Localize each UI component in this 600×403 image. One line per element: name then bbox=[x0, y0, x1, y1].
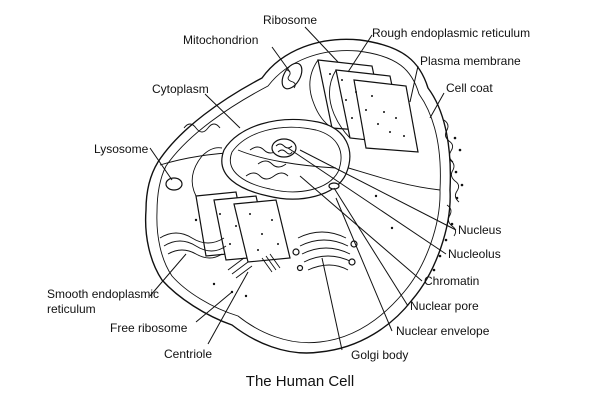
leader-nuclear-pore bbox=[333, 187, 409, 307]
leader-golgi-body bbox=[321, 257, 343, 351]
rough-er-edge-1 bbox=[309, 59, 333, 129]
smooth-er bbox=[159, 232, 227, 259]
label-golgi-body: Golgi body bbox=[351, 348, 408, 362]
label-plasma-membrane: Plasma membrane bbox=[420, 54, 521, 68]
labels: Ribosome Mitochondrion Rough endoplasmic… bbox=[47, 13, 530, 362]
leader-nucleus bbox=[299, 149, 457, 231]
leader-ribosome bbox=[304, 26, 339, 63]
rough-er-ribosome-dots bbox=[329, 73, 405, 137]
er-cluster-left bbox=[191, 147, 291, 263]
nuclear-envelope-inner bbox=[229, 126, 342, 193]
nucleus-cut-face bbox=[237, 149, 337, 169]
golgi-body bbox=[292, 231, 358, 272]
leader-chromatin bbox=[299, 175, 423, 282]
leader-rough-er bbox=[347, 34, 373, 73]
mitochondrion bbox=[281, 62, 303, 90]
nucleus bbox=[221, 118, 351, 200]
er-cluster-dots bbox=[219, 213, 279, 251]
leader-centriole bbox=[207, 271, 249, 345]
rough-er-sheet-3 bbox=[353, 79, 419, 153]
label-lysosome: Lysosome bbox=[94, 142, 149, 156]
label-rough-er: Rough endoplasmic reticulum bbox=[372, 26, 530, 40]
leader-cytoplasm bbox=[204, 93, 241, 129]
label-centriole: Centriole bbox=[164, 347, 212, 361]
plasma-membrane-outline bbox=[144, 38, 452, 354]
leader-lysosome bbox=[149, 147, 173, 181]
rough-er bbox=[309, 59, 419, 153]
leader-mitochondrion bbox=[271, 46, 291, 73]
leader-plasma-membrane bbox=[409, 65, 419, 103]
centriole bbox=[227, 253, 281, 279]
label-mitochondrion: Mitochondrion bbox=[183, 33, 258, 47]
cell-coat-strand-1 bbox=[443, 119, 454, 163]
leader-free-ribosome bbox=[195, 291, 233, 323]
diagram-title: The Human Cell bbox=[246, 373, 354, 390]
label-smooth-er-line2: reticulum bbox=[47, 302, 96, 316]
label-chromatin: Chromatin bbox=[424, 274, 479, 288]
plasma-membrane-inner bbox=[156, 50, 441, 344]
rough-er-edge-2 bbox=[329, 69, 351, 139]
lysosome bbox=[165, 177, 183, 191]
leader-cell-coat bbox=[429, 92, 445, 119]
label-free-ribosome: Free ribosome bbox=[110, 321, 188, 335]
nucleolus bbox=[271, 138, 297, 158]
leader-nuclear-envelope bbox=[335, 197, 393, 332]
label-nucleus: Nucleus bbox=[458, 223, 501, 237]
leader-lines bbox=[149, 26, 457, 351]
label-smooth-er-line1: Smooth endoplasmic bbox=[47, 287, 159, 301]
label-nucleolus: Nucleolus bbox=[448, 247, 501, 261]
cell-coat bbox=[432, 119, 464, 272]
label-nuclear-envelope: Nuclear envelope bbox=[396, 324, 490, 338]
leader-smooth-er bbox=[149, 253, 187, 297]
cell-coat-strand-3 bbox=[446, 204, 457, 237]
leader-nucleolus bbox=[287, 147, 447, 255]
label-cell-coat: Cell coat bbox=[446, 81, 493, 95]
nuclear-pore bbox=[328, 182, 340, 190]
cytoplasm-squiggle bbox=[183, 123, 221, 133]
cell-coat-strand-2 bbox=[449, 159, 460, 203]
label-cytoplasm: Cytoplasm bbox=[152, 82, 209, 96]
label-nuclear-pore: Nuclear pore bbox=[410, 299, 479, 313]
label-ribosome: Ribosome bbox=[263, 13, 317, 27]
